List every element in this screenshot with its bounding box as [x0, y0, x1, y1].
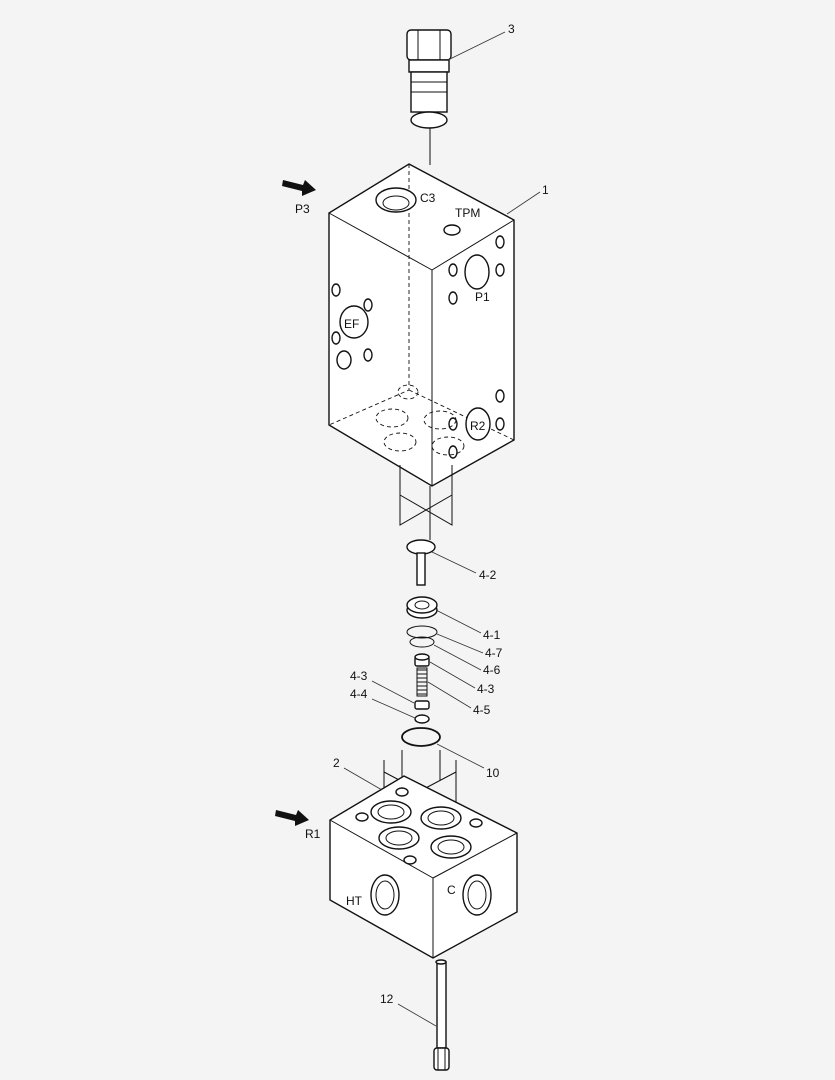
port-label-r1: R1	[305, 827, 321, 841]
part-4-5-spring	[416, 667, 428, 697]
callout-4-5: 4-5	[473, 703, 491, 717]
callout-4-3: 4-3	[477, 682, 495, 696]
callout-4-6: 4-6	[483, 663, 501, 677]
part-4-7-ring	[406, 625, 438, 639]
port-label-r2: R2	[470, 419, 486, 433]
port-label-p3: P3	[295, 202, 310, 216]
alignment-lines	[399, 465, 453, 540]
arrow-right-down-icon	[275, 810, 309, 826]
port-label-tpm: TPM	[455, 206, 480, 220]
part-2-valve-body	[329, 775, 518, 959]
callout-2: 2	[333, 756, 340, 770]
callout-4-7: 4-7	[485, 646, 503, 660]
part-4-4-nut	[414, 714, 430, 724]
part-4-3-spring-seat	[414, 653, 430, 667]
callout-4-4: 4-4	[350, 687, 368, 701]
part-12-bolt	[433, 959, 450, 1071]
part-3-cartridge-valve	[406, 29, 452, 129]
port-label-c: C	[447, 883, 456, 897]
callout-1: 1	[542, 183, 549, 197]
part-1-valve-body	[328, 163, 515, 487]
callout-4-1: 4-1	[483, 628, 501, 642]
callout-12: 12	[380, 992, 394, 1006]
part-10-oring	[401, 727, 441, 747]
part-4-3-spring-seat-lower	[414, 700, 430, 710]
port-label-c3: C3	[420, 191, 436, 205]
port-label-p1: P1	[475, 290, 490, 304]
callout-3: 3	[508, 22, 515, 36]
port-label-ht: HT	[346, 894, 363, 908]
arrow-right-down-icon	[282, 180, 316, 196]
callout-10: 10	[486, 766, 500, 780]
port-label-ef: EF	[344, 317, 359, 331]
part-4-2-poppet	[406, 539, 436, 586]
callout-4-2: 4-2	[479, 568, 497, 582]
part-4-1-seat	[406, 596, 438, 619]
part-4-6-oring	[409, 636, 435, 648]
callout-4-3-left: 4-3	[350, 669, 368, 683]
